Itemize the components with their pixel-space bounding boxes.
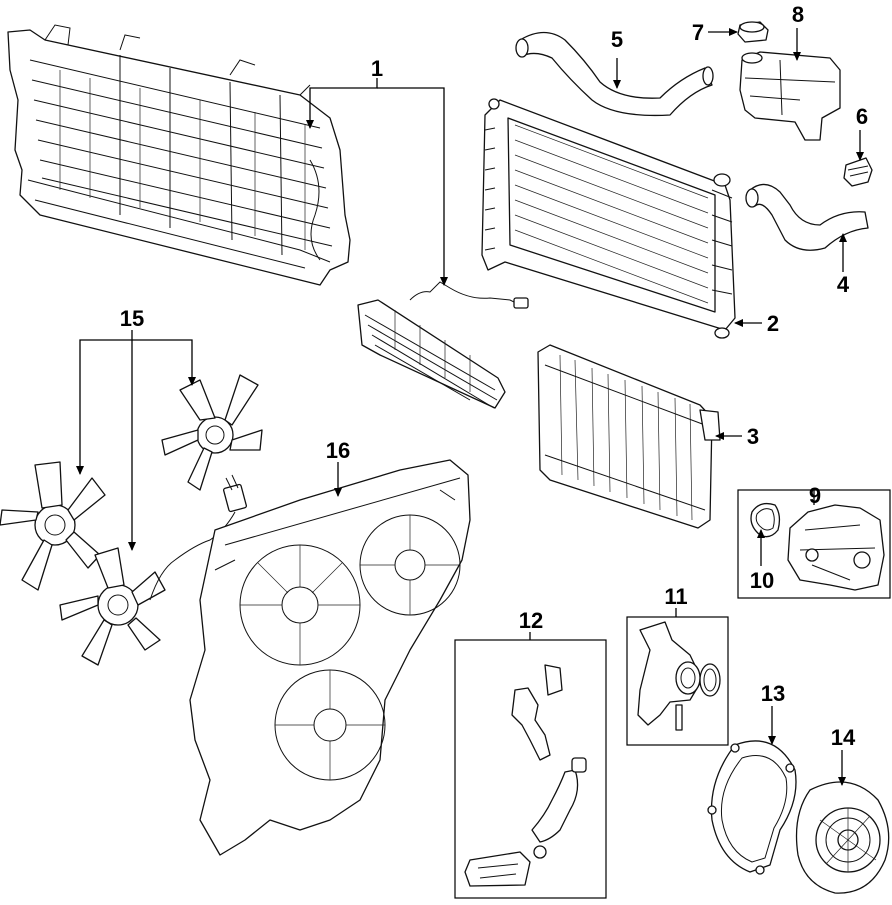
- water-pump-gasket: [707, 740, 797, 875]
- coolant-reservoir: [739, 51, 841, 141]
- callout-16: 16: [326, 438, 350, 463]
- water-outlet: [637, 621, 721, 731]
- thermostat-gasket: [750, 502, 781, 538]
- cooling-fan-upper: [161, 374, 263, 491]
- lower-radiator-hose: [745, 183, 869, 251]
- callout-4: 4: [837, 272, 850, 297]
- bypass-pipe: [464, 664, 587, 887]
- cooling-fan-left: [0, 461, 106, 591]
- callout-9: 9: [809, 483, 821, 508]
- callout-8: 8: [792, 2, 804, 27]
- lower-shutter-assembly: [357, 281, 529, 409]
- thermostat-housing: [787, 504, 885, 591]
- callout-10: 10: [750, 568, 774, 593]
- radiator: [481, 98, 736, 339]
- callout-12: 12: [519, 608, 543, 633]
- callout-13: 13: [761, 681, 785, 706]
- callout-labels: 1 2 3 4 5 6 7 8 9 10 11 12 13 14 15 16: [120, 2, 868, 750]
- outlet-box: [626, 616, 729, 746]
- callout-7: 7: [692, 20, 704, 45]
- callout-1: 1: [371, 56, 383, 81]
- reservoir-cap: [737, 21, 769, 43]
- fan-shroud: [189, 459, 471, 856]
- water-pump: [795, 781, 890, 894]
- condenser: [537, 344, 721, 529]
- sensor-6: [843, 157, 873, 187]
- upper-radiator-hose: [515, 31, 714, 117]
- leader-lines: [76, 28, 864, 786]
- callout-5: 5: [611, 27, 623, 52]
- upper-shutter-grille: [7, 24, 351, 286]
- callout-11: 11: [664, 584, 687, 609]
- callout-2: 2: [767, 311, 779, 336]
- cooling-fan-lower: [59, 547, 166, 666]
- callout-6: 6: [856, 104, 868, 129]
- callout-14: 14: [831, 725, 856, 750]
- callout-3: 3: [747, 424, 759, 449]
- callout-15: 15: [120, 306, 144, 331]
